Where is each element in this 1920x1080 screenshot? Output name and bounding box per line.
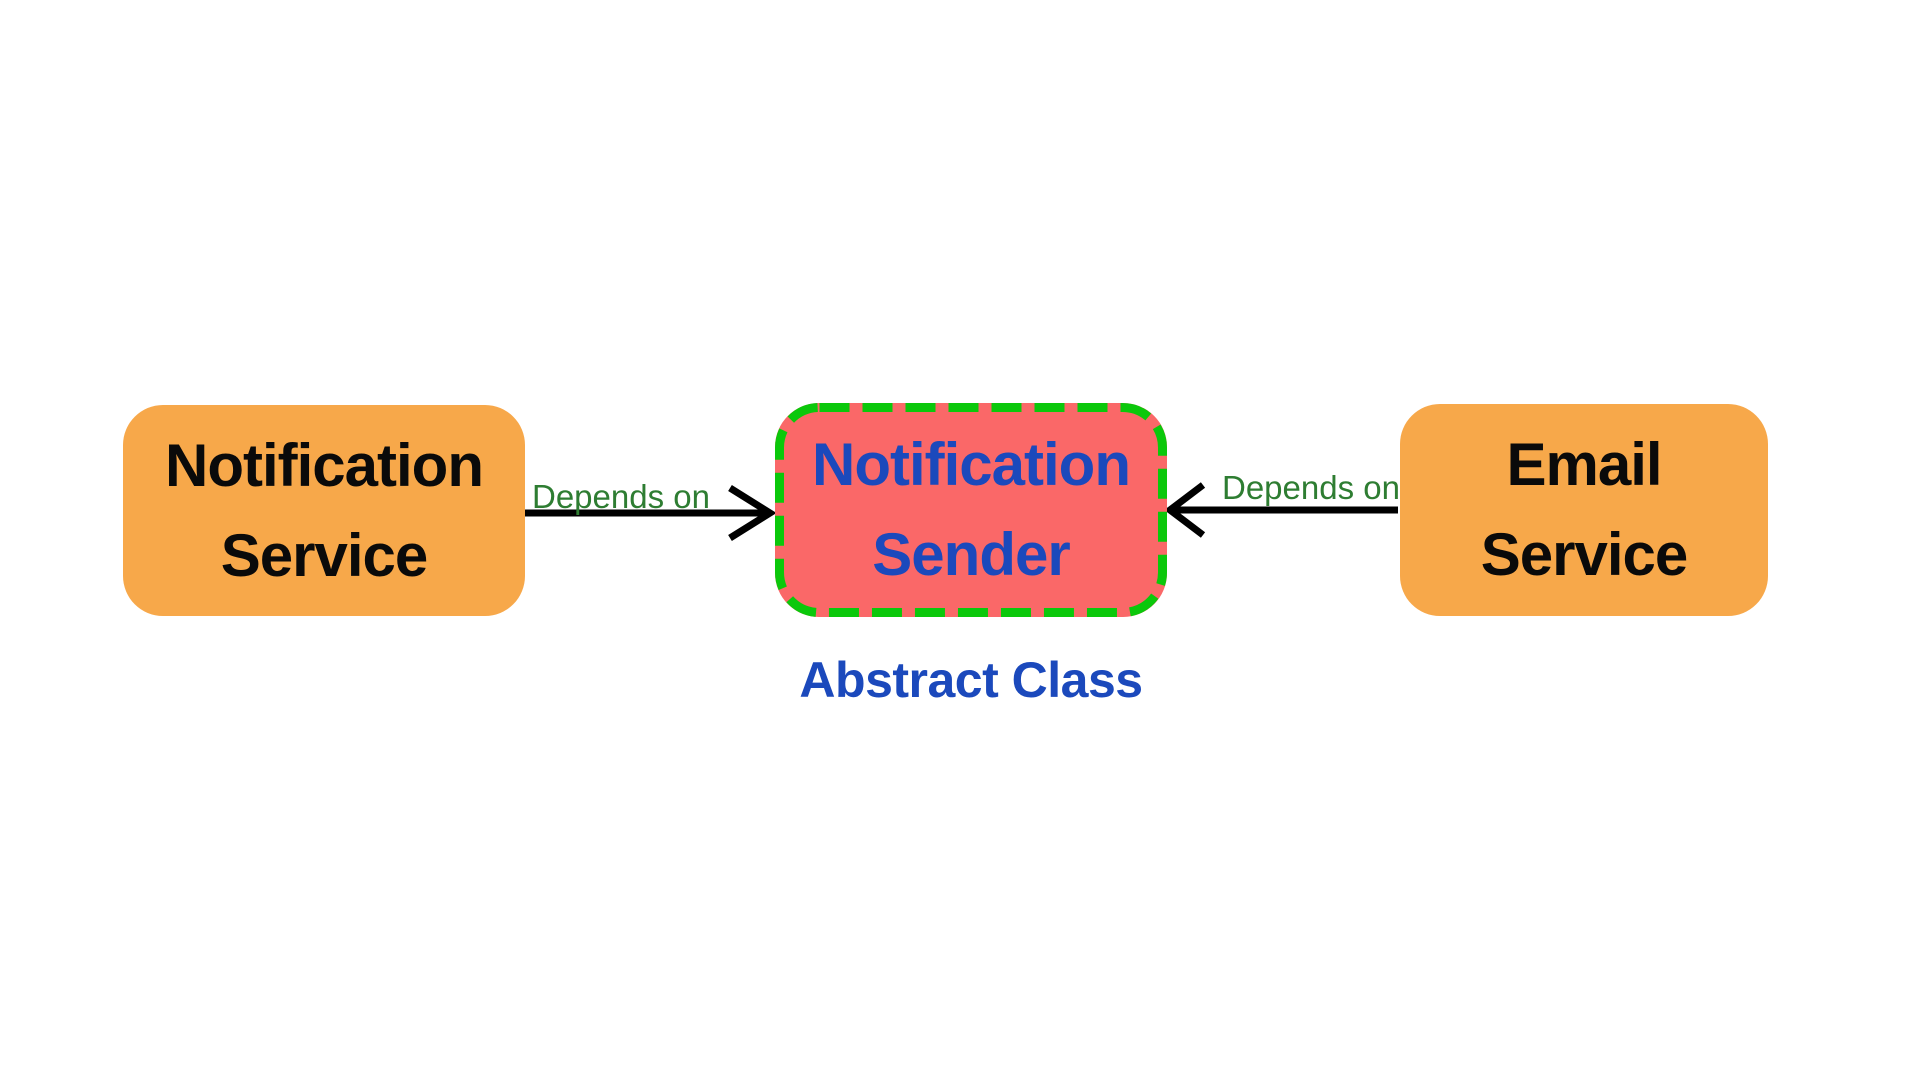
node-notification-service: Notification Service <box>123 405 525 616</box>
node-notification-sender-line2: Sender <box>872 521 1070 588</box>
node-notification-service-line2: Service <box>220 521 429 589</box>
node-notification-service-line1: Notification <box>165 431 484 499</box>
arrow-left-to-center-icon <box>525 485 777 541</box>
node-notification-sender-line1: Notification <box>812 431 1131 498</box>
node-notification-sender: Notification Sender <box>775 403 1167 617</box>
edge-label-depends-on-left: Depends on <box>532 478 710 515</box>
abstract-class-caption: Abstract Class <box>799 652 1143 708</box>
edge-label-depends-on-right: Depends on <box>1222 469 1400 506</box>
node-email-service-line1: Email <box>1506 431 1662 498</box>
arrow-right-to-center-icon <box>1164 482 1398 538</box>
node-email-service: Email Service <box>1400 404 1768 616</box>
node-email-service-line2: Service <box>1480 521 1689 588</box>
